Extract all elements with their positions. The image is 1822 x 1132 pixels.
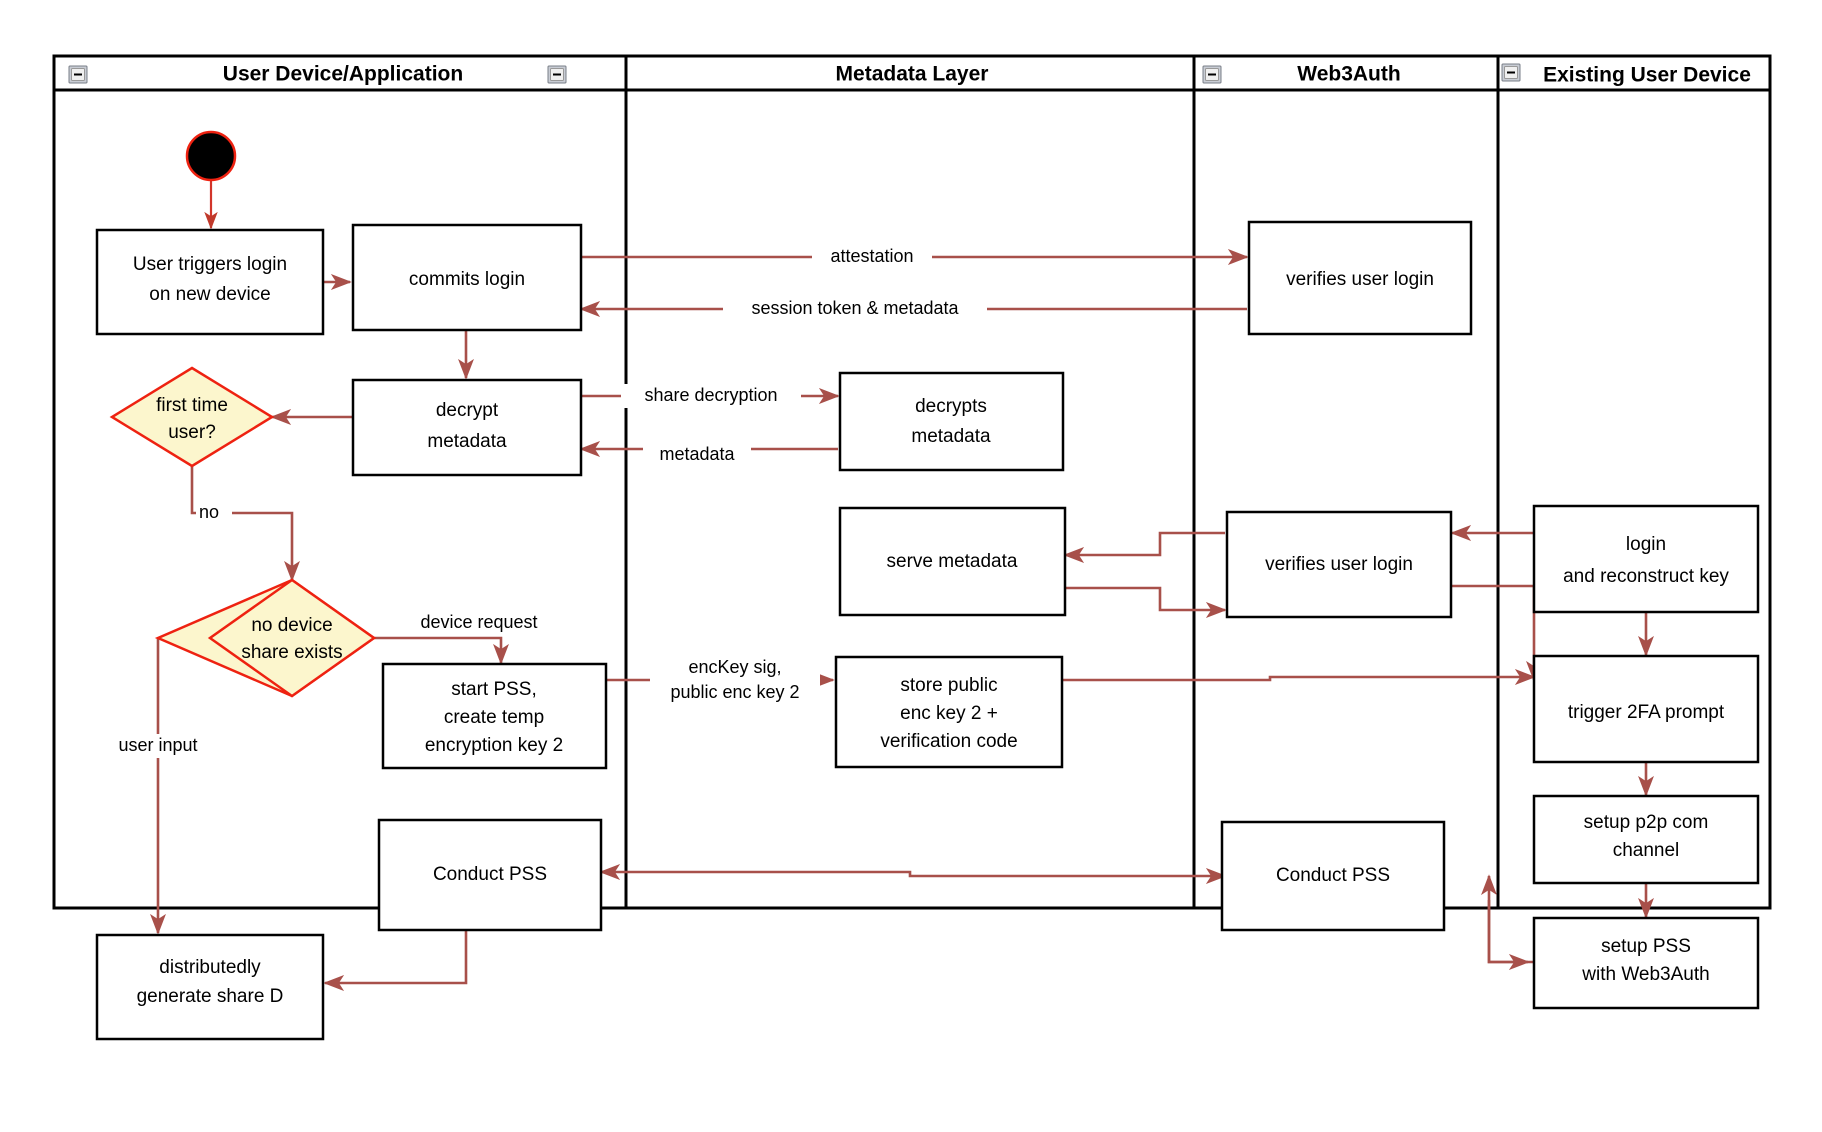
node-login-and-reconstruct-key[interactable]: login and reconstruct key — [1532, 504, 1760, 614]
minus-icon[interactable] — [547, 65, 567, 84]
node-label-line: serve metadata — [887, 551, 1018, 572]
edge-label-user-input: user input — [96, 734, 220, 758]
node-label-line: metadata — [427, 431, 507, 452]
edge-verifies-user-login-mid-to-serve-metadata — [1063, 531, 1225, 563]
node-store-public-enc-key[interactable]: store public enc key 2 + verification co… — [834, 655, 1064, 769]
edge-no-device-share-to-start-pss — [374, 636, 509, 665]
edge-first-time-user-no-to-no-device-share — [190, 466, 300, 582]
edge-label-metadata: metadata — [643, 442, 751, 466]
edge-label-attestation: attestation — [812, 245, 932, 269]
lane-header-web3auth[interactable]: Web3Auth — [1202, 63, 1401, 86]
node-label-line: Conduct PSS — [1276, 865, 1390, 886]
node-label-line: first time — [156, 395, 228, 416]
node-decision-first-time-user[interactable]: first time user? — [109, 366, 275, 468]
edge-conduct-pss-to-generate-share-d — [323, 930, 468, 991]
node-setup-pss-with-web3auth[interactable]: setup PSS with Web3Auth — [1532, 916, 1760, 1010]
node-setup-p2p-com-channel[interactable]: setup p2p com channel — [1532, 794, 1760, 885]
lane-header-user-device[interactable]: User Device/Application — [68, 63, 463, 86]
node-conduct-pss-web3auth[interactable]: Conduct PSS — [1220, 820, 1446, 932]
svg-text:no: no — [199, 502, 219, 522]
node-label-line: decrypts — [915, 396, 987, 417]
node-label-line: login — [1626, 534, 1666, 555]
node-label-line: create temp — [444, 707, 544, 728]
node-label-line: generate share D — [137, 986, 284, 1007]
edge-setup-pss-to-conduct-pss-web3auth — [1481, 874, 1534, 964]
edge-label-share-decryption: share decryption — [621, 384, 801, 408]
node-label-line: setup PSS — [1601, 936, 1691, 957]
edge-label-no: no — [196, 502, 232, 524]
node-verifies-user-login-top[interactable]: verifies user login — [1247, 220, 1473, 336]
lane-title-metadata: Metadata Layer — [836, 63, 989, 86]
node-serve-metadata[interactable]: serve metadata — [838, 506, 1067, 617]
node-label-line: store public — [900, 675, 997, 696]
svg-text:user input: user input — [118, 735, 197, 755]
node-label-line: no device — [251, 615, 332, 636]
minus-icon[interactable] — [1202, 65, 1222, 84]
svg-text:session token & metadata: session token & metadata — [751, 298, 959, 318]
lane-title-user-device: User Device/Application — [223, 63, 463, 86]
node-label-line: Conduct PSS — [433, 864, 547, 885]
node-verifies-user-login-mid[interactable]: verifies user login — [1225, 510, 1453, 619]
node-label-line: metadata — [911, 426, 991, 447]
edge-label-device-request: device request — [396, 611, 562, 635]
edge-label-session-token-metadata: session token & metadata — [723, 297, 987, 321]
svg-text:share decryption: share decryption — [644, 385, 777, 405]
node-label-line: decrypt — [436, 400, 499, 421]
edge-conduct-pss-bidirectional — [599, 864, 1227, 884]
node-label-line: verifies user login — [1286, 269, 1434, 290]
node-commits-login[interactable]: commits login — [351, 223, 583, 332]
swimlane-frame — [52, 54, 1772, 910]
node-label-line: distributedly — [159, 957, 261, 978]
svg-text:encKey sig,: encKey sig, — [688, 657, 781, 677]
diagram-outer-border — [52, 54, 1772, 910]
edge-labels: attestation session token & metadata sha… — [96, 245, 987, 758]
node-decision-no-device-share-exists[interactable]: no device share exists — [154, 578, 377, 698]
node-label-line: User triggers login — [133, 254, 287, 275]
node-label-line: with Web3Auth — [1581, 964, 1709, 985]
node-label-line: share exists — [241, 642, 342, 663]
node-start-pss-create-temp-key[interactable]: start PSS, create temp encryption key 2 — [381, 662, 608, 770]
node-label-line: and reconstruct key — [1563, 566, 1729, 587]
node-label-line: verification code — [880, 731, 1017, 752]
edge-store-public-enc-key-to-trigger-2fa — [1062, 669, 1536, 685]
edge-conduct-pss-web3auth-to-setup-pss — [1487, 900, 1530, 970]
edge-serve-metadata-to-verifies-user-login-mid — [1065, 586, 1227, 618]
svg-text:metadata: metadata — [659, 444, 735, 464]
lane-header-existing-device[interactable]: Existing User Device — [1501, 63, 1751, 87]
lane-title-existing-device: Existing User Device — [1543, 64, 1751, 87]
node-label-line: verifies user login — [1265, 554, 1413, 575]
node-label-line: start PSS, — [451, 679, 537, 700]
node-initial-start[interactable] — [185, 130, 237, 182]
node-label-line: channel — [1613, 840, 1680, 861]
edge-verifies-user-login-mid-to-trigger-2fa — [1452, 584, 1542, 682]
node-label-line: user? — [168, 422, 216, 443]
svg-text:attestation: attestation — [830, 246, 913, 266]
svg-text:device request: device request — [420, 612, 537, 632]
node-distributedly-generate-share-d[interactable]: distributedly generate share D — [95, 933, 325, 1041]
node-conduct-pss-user[interactable]: Conduct PSS — [377, 818, 603, 932]
lane-header-metadata[interactable]: Metadata Layer — [547, 63, 989, 86]
node-trigger-2fa-prompt[interactable]: trigger 2FA prompt — [1532, 654, 1760, 764]
node-decrypts-metadata[interactable]: decrypts metadata — [838, 371, 1065, 472]
minus-icon[interactable] — [68, 65, 88, 84]
node-user-triggers-login[interactable]: User triggers login on new device — [95, 228, 325, 336]
node-decrypt-metadata[interactable]: decrypt metadata — [351, 378, 583, 477]
node-label-line: commits login — [409, 269, 525, 290]
edge-label-enckey-sig: encKey sig, public enc key 2 — [650, 655, 820, 705]
lane-title-web3auth: Web3Auth — [1297, 63, 1400, 86]
minus-icon[interactable] — [1501, 63, 1521, 82]
node-label-line: trigger 2FA prompt — [1568, 702, 1725, 723]
node-label-line: on new device — [149, 284, 270, 305]
svg-text:public enc key 2: public enc key 2 — [670, 682, 799, 702]
node-label-line: enc key 2 + — [900, 703, 998, 724]
node-label-line: setup p2p com — [1584, 812, 1709, 833]
node-label-line: encryption key 2 — [425, 735, 563, 756]
